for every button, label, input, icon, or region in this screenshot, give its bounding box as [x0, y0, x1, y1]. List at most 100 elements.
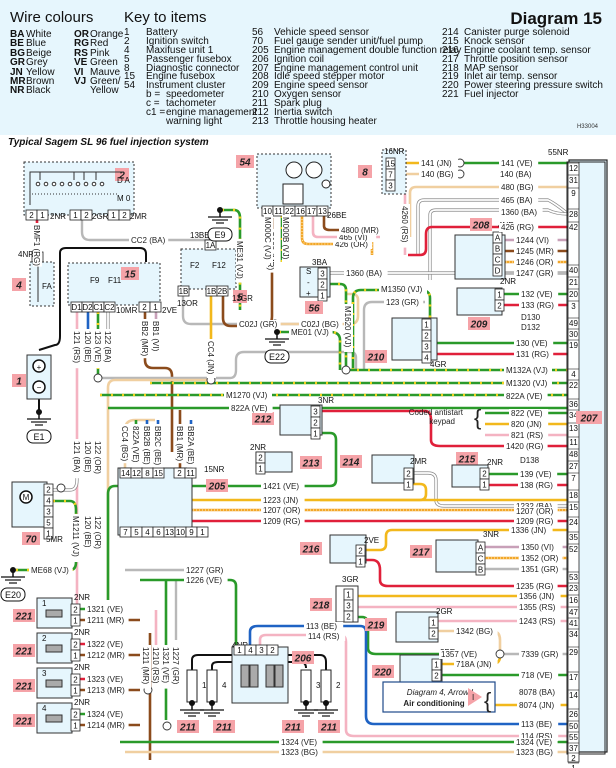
pin-number: 2	[270, 646, 275, 655]
wire-label-bg	[504, 442, 548, 451]
wire-label-bg	[172, 645, 181, 689]
connector-pin	[196, 526, 209, 538]
connector-pin	[343, 610, 354, 623]
motor-icon: M	[23, 493, 30, 502]
pin-number: 1	[153, 303, 158, 312]
connector-label: 2MR	[410, 457, 427, 466]
wire-label-bg	[299, 320, 343, 329]
splice-node	[162, 721, 172, 731]
pin-number: 2	[406, 470, 411, 479]
component-tag	[470, 218, 492, 231]
warning-light-icon	[321, 179, 331, 189]
pin-number: 2	[73, 676, 78, 685]
wire-label-bg	[29, 566, 73, 575]
pin-number: 2	[142, 303, 147, 312]
wire-label-bg	[279, 748, 323, 757]
wire-label-bg	[339, 226, 383, 235]
component-tag	[468, 317, 490, 330]
pin-number: 1	[431, 619, 436, 628]
wire-label: 1226 (VE)	[186, 576, 222, 585]
component-number: 220	[374, 668, 392, 679]
pin-number: 11	[186, 469, 195, 478]
wire-label-bg	[519, 720, 559, 729]
wire-label-bg	[304, 622, 344, 631]
engine-fusebox	[67, 262, 161, 306]
ecu-pin: 53	[569, 573, 578, 582]
spark-plug-icon	[186, 669, 198, 703]
wire-label-bg	[344, 304, 353, 352]
key-subitem: warning light	[124, 116, 257, 127]
fuel-gauge-icon	[282, 183, 304, 205]
wire-label-bg	[519, 301, 559, 310]
double-function-relay	[117, 467, 193, 536]
key-number: 219	[442, 71, 459, 83]
ecu-pin: 52	[569, 545, 578, 554]
key-label: Instrument cluster	[146, 80, 226, 92]
connector-pin	[149, 301, 162, 313]
wire-colour-name: Grey	[26, 57, 48, 69]
switch-position: D A	[117, 176, 131, 185]
wire-label-bg	[306, 632, 346, 641]
pin-number: 1	[73, 687, 78, 696]
wire-label-bg	[289, 328, 333, 337]
component-number: 221	[15, 717, 33, 728]
pin-number: 2	[358, 547, 363, 556]
ecu-pin: 28	[569, 210, 578, 219]
pin-number: 16	[296, 207, 305, 216]
pin-number: 1	[73, 652, 78, 661]
wire-label: 120 (BE)	[83, 516, 92, 548]
connector-pin	[421, 351, 432, 364]
connector-pin	[36, 209, 49, 221]
component-tag	[121, 267, 139, 280]
wire-label-bg	[509, 431, 549, 440]
wire-label: D138	[520, 456, 540, 465]
component-tag	[13, 714, 35, 727]
pin-number: 1	[424, 321, 429, 330]
wire-label-bg	[187, 424, 196, 468]
key-label: Throttle housing heater	[274, 115, 377, 127]
wire-label: 1355 (RS)	[519, 603, 556, 612]
pin-number: 1	[313, 430, 318, 439]
wire-label: 1223 (JN)	[263, 496, 298, 505]
connector-pin	[385, 179, 396, 192]
connector-label: 13BE	[190, 231, 210, 240]
pin-number: 3	[320, 270, 325, 279]
wire-white-core	[53, 470, 78, 491]
pin-number: 2	[434, 672, 439, 681]
connector-label: 2NR	[74, 628, 90, 637]
wire-label: BB2 (MR)	[140, 321, 149, 356]
battery-plus-icon: +	[37, 363, 42, 372]
wire-label-bg	[141, 319, 150, 359]
component-number: 205	[208, 482, 226, 493]
wire-426	[408, 225, 568, 257]
wire-label: 123 (VE)	[93, 331, 102, 363]
wire-label-bg	[261, 506, 305, 515]
wire-label-bg	[154, 424, 163, 468]
pin-label: -	[307, 278, 310, 287]
wire-colours-title: Wire colours	[10, 9, 94, 26]
key-label: Vehicle speed sensor	[274, 27, 370, 38]
wire-label-bg	[499, 196, 539, 205]
ecu-pin: 4	[571, 370, 576, 379]
wire-label: 822A (VE)	[131, 426, 140, 463]
ecu-pin: 30	[569, 330, 578, 339]
injector-coil-icon	[45, 644, 63, 653]
wire-123gr-long	[98, 350, 358, 380]
component-tag	[305, 301, 323, 314]
wire-label: 822 (VE)	[511, 409, 543, 418]
key-label: Engine fusebox	[146, 71, 215, 83]
key-number: 8	[124, 62, 130, 74]
pin-number: 1	[111, 211, 116, 220]
wire-4800	[322, 216, 380, 232]
fuse-f12: F12	[212, 261, 226, 270]
wire-label: M000B (VJ)	[281, 217, 290, 260]
wire-colour-code2: RG	[74, 38, 89, 50]
wire-label: 114 (RS)	[308, 632, 340, 641]
key-number: 5	[124, 53, 130, 65]
key-label: Inertia switch	[274, 107, 333, 119]
wire-label-bg	[514, 502, 558, 511]
ecu-pin: 36	[569, 400, 578, 409]
